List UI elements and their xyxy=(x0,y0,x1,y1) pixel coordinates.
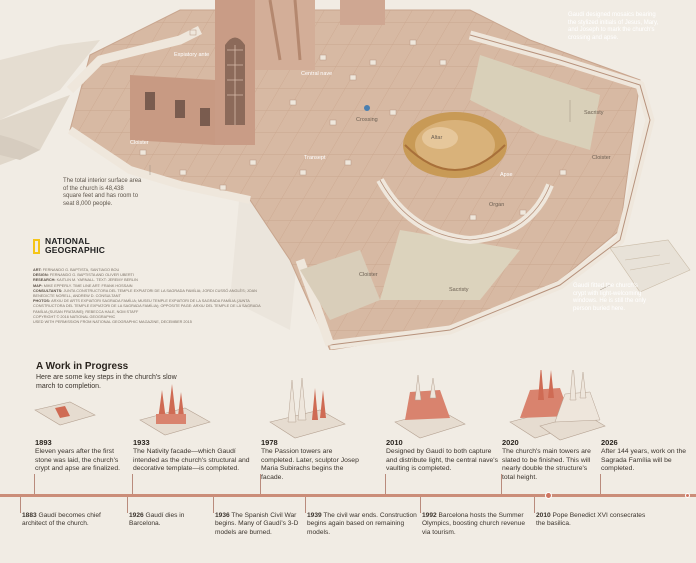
event-text-2010-bottom: Pope Benedict XVI consecrates the basili… xyxy=(536,512,646,528)
credit-line: ART: FERNANDO G. BAPTISTA, SANTIAGO BOU xyxy=(33,268,120,272)
note-mosaics: Gaudí designed mosaics bearing the styli… xyxy=(568,12,659,41)
credit-line: DESIGN: FERNANDO G. BAPTISTA AND OLIVER … xyxy=(33,273,134,278)
event-year-2010-bottom: 2010 xyxy=(536,512,551,519)
tick-1939 xyxy=(305,497,306,513)
stage-1893-thumbnail xyxy=(34,401,96,426)
tick-1926 xyxy=(127,497,128,513)
event-text-1893: Eleven years after the first stone was l… xyxy=(35,448,121,473)
stage-2026-thumbnail xyxy=(539,370,606,441)
credit-line: COPYRIGHT © 2016 NATIONAL GEOGRAPHIC xyxy=(33,314,116,319)
note-crypt: Gaudí fitted the church's crypt with lig… xyxy=(573,283,647,312)
event-text-1992: Barcelona hosts the Summer Olympics, boo… xyxy=(422,512,525,536)
credit-line: MAP: MIKE EPPERLY. TIME LINE ART: FRANK … xyxy=(33,283,133,288)
tick-2010-top xyxy=(385,474,386,494)
event-year-2010: 2010 xyxy=(386,438,403,447)
event-1992: 1992 Barcelona hosts the Summer Olympics… xyxy=(422,512,532,537)
label-cloister-bottom: Cloister xyxy=(359,272,378,278)
event-text-2020: The church's main towers are slated to b… xyxy=(502,448,591,481)
event-1926: 1926 Gaudí dies in Barcelona. xyxy=(129,512,209,529)
brand-line-2: GEOGRAPHIC xyxy=(45,245,106,255)
label-expiatory: Expiatory ante xyxy=(174,52,210,58)
event-year-1992: 1992 xyxy=(422,512,437,519)
label-organ: Organ xyxy=(489,202,505,208)
tick-1978 xyxy=(260,474,261,494)
national-geographic-logo: NATIONAL GEOGRAPHIC xyxy=(33,237,105,255)
label-central-nave: Central nave xyxy=(301,71,333,77)
yellow-border-icon xyxy=(33,238,40,254)
tick-1992 xyxy=(420,497,421,513)
tick-1883 xyxy=(20,497,21,513)
label-cloister-left: Cloister xyxy=(130,140,149,146)
event-text-1939: The civil war ends. Construction begins … xyxy=(307,512,417,536)
timeline-end-marker xyxy=(685,493,690,498)
event-year-1939: 1939 xyxy=(307,512,322,519)
event-year-1883: 1883 xyxy=(22,512,37,519)
credit-line: CONSULTANTS: JUNTA CONSTRUCTORA DEL TEMP… xyxy=(33,288,257,299)
tick-2026 xyxy=(600,474,601,494)
timeline-title: A Work in Progress xyxy=(36,361,129,372)
event-text-2010: Designed by Gaudí to both capture and di… xyxy=(386,448,499,473)
event-year-2026: 2026 xyxy=(601,438,618,447)
event-year-1936: 1936 xyxy=(215,512,230,519)
timeline-bar xyxy=(0,494,696,497)
tick-2020 xyxy=(501,474,502,494)
event-1883: 1883 Gaudí becomes chief architect of th… xyxy=(22,512,122,529)
timeline-now-marker xyxy=(545,492,552,499)
credit-line: PHOTOS: ARXIU DE ARTS EXPIATORI SAGRADA … xyxy=(33,299,261,314)
stage-1978-thumbnail xyxy=(269,377,346,439)
credit-line: RESEARCH: KAITLIN M. YARNALL. TEXT: JERE… xyxy=(33,278,138,283)
construction-stage-thumbnails xyxy=(34,370,606,441)
credits-block: ART: FERNANDO G. BAPTISTA, SANTIAGO BOU … xyxy=(33,268,263,325)
event-1936: 1936 The Spanish Civil War begins. Many … xyxy=(215,512,303,537)
label-apse: Apse xyxy=(500,172,513,178)
label-crossing: Crossing xyxy=(356,117,378,123)
tick-1936 xyxy=(213,497,214,513)
brand-line-1: NATIONAL xyxy=(45,236,90,246)
event-year-1978: 1978 xyxy=(261,438,278,447)
event-year-1926: 1926 xyxy=(129,512,144,519)
event-year-2020: 2020 xyxy=(502,438,519,447)
event-text-1933: The Nativity facade—which Gaudí intended… xyxy=(133,448,250,473)
event-2010-bottom: 2010 Pope Benedict XVI consecrates the b… xyxy=(536,512,651,529)
event-text-1926: Gaudí dies in Barcelona. xyxy=(129,512,185,528)
label-sacristy-bottom: Sacristy xyxy=(449,287,469,293)
label-transept: Transept xyxy=(304,155,326,161)
label-cloister-right: Cloister xyxy=(592,155,611,161)
tick-2010-bottom xyxy=(534,497,535,513)
note-interior-area: The total interior surface area of the c… xyxy=(63,178,142,207)
event-1939: 1939 The civil war ends. Construction be… xyxy=(307,512,417,537)
event-year-1933: 1933 xyxy=(133,438,150,447)
stage-1933-thumbnail xyxy=(139,384,211,436)
event-text-1883: Gaudí becomes chief architect of the chu… xyxy=(22,512,101,528)
event-text-2026: After 144 years, work on the Sagrada Fam… xyxy=(601,448,687,473)
tick-1893 xyxy=(34,474,35,494)
church-cutaway-illustration xyxy=(0,0,691,350)
stage-2010-thumbnail xyxy=(394,374,466,439)
event-year-1893: 1893 xyxy=(35,438,52,447)
event-text-1978: The Passion towers are completed. Later,… xyxy=(261,448,359,481)
tick-1933 xyxy=(132,474,133,494)
label-sacristy-top: Sacristy xyxy=(584,110,604,116)
credit-line: USED WITH PERMISSION FROM NATIONAL GEOGR… xyxy=(33,320,192,325)
timeline-subtitle: Here are some key steps in the church's … xyxy=(36,374,177,390)
event-text-1936: The Spanish Civil War begins. Many of Ga… xyxy=(215,512,299,536)
label-altar: Altar xyxy=(431,135,443,141)
